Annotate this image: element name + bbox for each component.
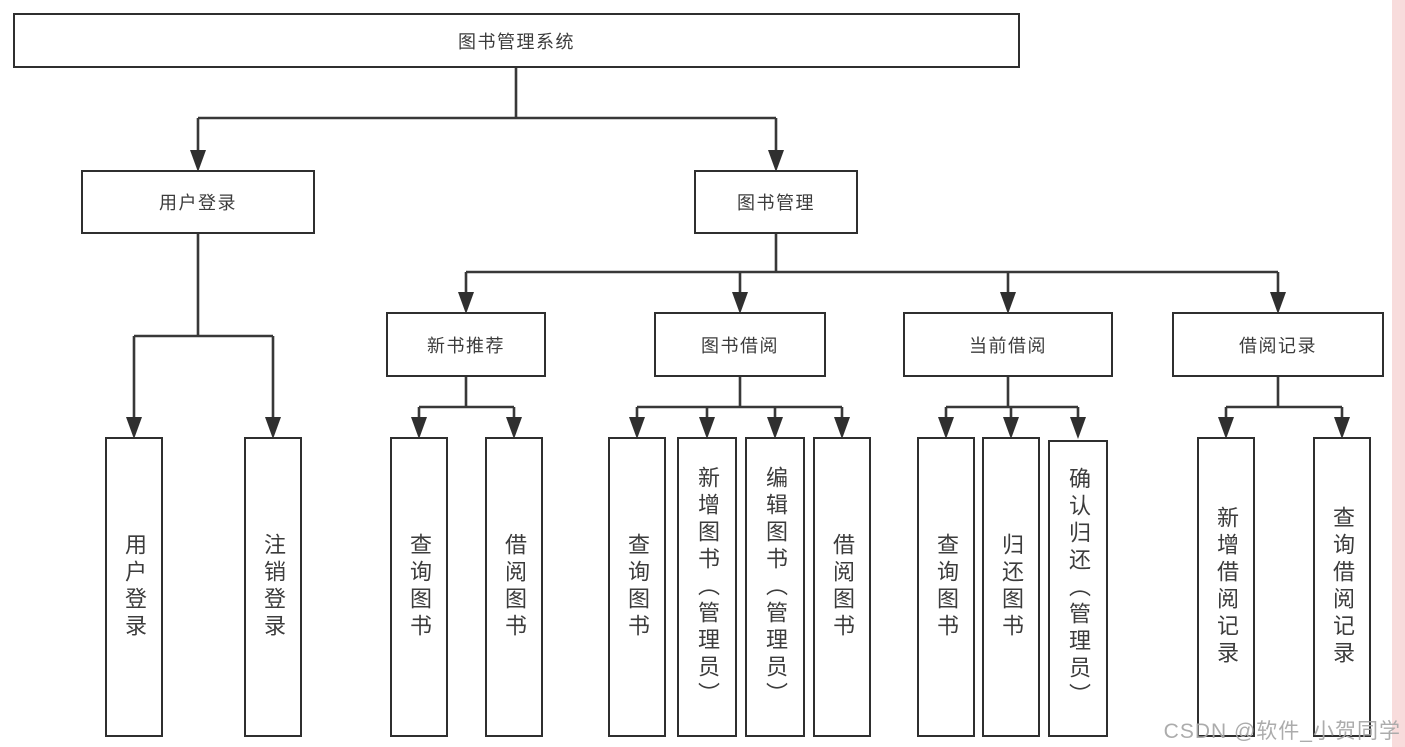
node-new-book-recommend-label: 新书推荐 [427,335,505,356]
leaf-query-books-recommend: 查询图书 [390,437,448,737]
watermark-strip [1392,0,1405,747]
leaf-add-borrow-record-label: 新增借阅记录 [1214,506,1239,668]
node-book-borrow-label: 图书借阅 [701,335,779,356]
leaf-add-books-admin: 新增图书（管理员） [677,437,737,737]
node-current-borrow-label: 当前借阅 [969,335,1047,356]
node-borrow-records: 借阅记录 [1172,312,1384,377]
leaf-query-books-current: 查询图书 [917,437,975,737]
node-book-borrow: 图书借阅 [654,312,826,377]
node-root-label: 图书管理系统 [458,31,575,52]
leaf-logout-login: 注销登录 [244,437,302,737]
watermark-text: CSDN @软件_小贺同学 [1163,720,1401,743]
leaf-add-borrow-record: 新增借阅记录 [1197,437,1255,737]
node-user-login-label: 用户登录 [159,193,237,213]
leaf-query-books-borrow-label: 查询图书 [625,533,650,641]
leaf-edit-books-admin: 编辑图书（管理员） [745,437,805,737]
leaf-user-login: 用户登录 [105,437,163,737]
leaf-borrow-books-borrow: 借阅图书 [813,437,871,737]
node-borrow-records-label: 借阅记录 [1239,335,1317,356]
leaf-query-books-recommend-label: 查询图书 [407,533,432,641]
leaf-query-books-borrow: 查询图书 [608,437,666,737]
leaf-confirm-return-admin-label: 确认归还（管理员） [1066,467,1091,710]
leaf-add-books-admin-label: 新增图书（管理员） [695,465,720,709]
node-book-management: 图书管理 [694,170,858,234]
leaf-logout-login-label: 注销登录 [261,533,286,641]
leaf-return-books: 归还图书 [982,437,1040,737]
leaf-user-login-label: 用户登录 [122,533,147,641]
leaf-borrow-books-borrow-label: 借阅图书 [830,533,855,641]
leaf-query-books-current-label: 查询图书 [934,533,959,641]
leaf-borrow-books-recommend: 借阅图书 [485,437,543,737]
node-user-login: 用户登录 [81,170,315,234]
leaf-edit-books-admin-label: 编辑图书（管理员） [763,465,788,709]
node-current-borrow: 当前借阅 [903,312,1113,377]
leaf-return-books-label: 归还图书 [999,533,1024,641]
leaf-confirm-return-admin: 确认归还（管理员） [1048,440,1108,737]
leaf-query-borrow-record-label: 查询借阅记录 [1330,506,1355,668]
leaf-query-borrow-record: 查询借阅记录 [1313,437,1371,737]
leaf-borrow-books-recommend-label: 借阅图书 [502,533,527,641]
node-root: 图书管理系统 [13,13,1020,68]
node-new-book-recommend: 新书推荐 [386,312,546,377]
node-book-management-label: 图书管理 [737,193,815,213]
